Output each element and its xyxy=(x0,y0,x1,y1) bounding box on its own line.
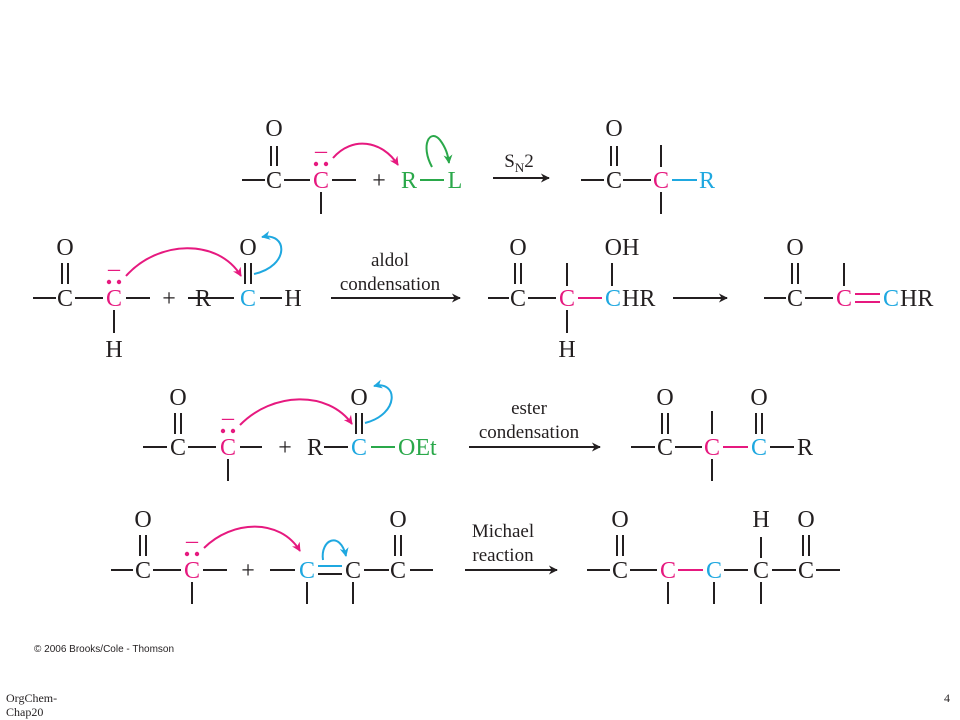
atom-oet: OEt xyxy=(398,435,437,461)
lone-pair-dot xyxy=(184,551,190,557)
atom-h: H xyxy=(752,507,769,533)
atom-o: O xyxy=(797,507,814,533)
curved-arrow-carbonyl xyxy=(253,231,283,275)
plus-sign: + xyxy=(278,435,292,461)
atom-c-beta: C xyxy=(299,558,315,584)
atom-c: C xyxy=(266,168,282,194)
atom-carbanion: C xyxy=(184,558,200,584)
atom-c: C xyxy=(390,558,406,584)
curved-arrow-nucleophile xyxy=(239,398,353,426)
curved-arrow-carbonyl xyxy=(364,379,393,424)
atom-o: O xyxy=(605,116,622,142)
curved-arrow-nucleophile xyxy=(203,525,301,552)
atom-c: C xyxy=(510,286,526,312)
reaction-label-line2: condensation xyxy=(340,274,441,295)
curved-arrow-nucleophile xyxy=(125,247,242,277)
atom-c: C xyxy=(612,558,628,584)
atom-o: O xyxy=(56,235,73,261)
atom-o: O xyxy=(611,507,628,533)
lone-pair-dot xyxy=(230,428,236,434)
atom-c-alpha: C xyxy=(836,286,852,312)
reaction-label-line1: Michael xyxy=(472,521,534,542)
plus-sign: + xyxy=(162,286,176,312)
carbanion-charge: – xyxy=(221,405,235,431)
plus-sign: + xyxy=(241,558,255,584)
atom-o: O xyxy=(265,116,282,142)
curved-arrow-nucleophile xyxy=(332,142,399,166)
atom-c: C xyxy=(135,558,151,584)
atom-o: O xyxy=(656,385,673,411)
carbanion-charge: – xyxy=(185,528,199,554)
atom-c-acyl: C xyxy=(751,435,767,461)
atom-c: C xyxy=(787,286,803,312)
curved-arrow-pi-bond xyxy=(321,539,349,561)
carbanion-charge: – xyxy=(107,256,121,282)
atom-c-carbinol: C xyxy=(605,286,621,312)
atom-c: C xyxy=(170,435,186,461)
plus-sign: + xyxy=(372,168,386,194)
row-aldol xyxy=(33,263,845,333)
atom-r: R xyxy=(699,168,715,194)
atom-carbonyl-c: C xyxy=(351,435,367,461)
atom-r: R xyxy=(401,168,417,194)
atom-oh: OH xyxy=(605,235,640,261)
atom-o: O xyxy=(169,385,186,411)
row-sn2 xyxy=(242,145,662,214)
reaction-label-line1: aldol xyxy=(371,250,409,271)
atom-h: H xyxy=(105,337,122,363)
atom-o: O xyxy=(134,507,151,533)
atom-c: C xyxy=(57,286,73,312)
lone-pair-dot xyxy=(194,551,200,557)
atom-o: O xyxy=(239,235,256,261)
atom-carbanion: C xyxy=(106,286,122,312)
atom-carbonyl-c: C xyxy=(240,286,256,312)
atom-c-alpha: C xyxy=(704,435,720,461)
reaction-label-line1: ester xyxy=(511,398,548,419)
atom-c: C xyxy=(345,558,361,584)
lone-pair-dot xyxy=(220,428,226,434)
footer-page-number: 4 xyxy=(944,691,950,705)
atom-r: R xyxy=(195,286,211,312)
carbanion-charge: – xyxy=(314,138,328,164)
footer-course-label: OrgChem-Chap20 xyxy=(6,691,58,719)
atom-c-beta: C xyxy=(883,286,899,312)
atom-o: O xyxy=(750,385,767,411)
atom-c: C xyxy=(753,558,769,584)
atom-l: L xyxy=(448,168,463,194)
atom-r: R xyxy=(797,435,813,461)
atom-c-alpha: C xyxy=(653,168,669,194)
atom-r: R xyxy=(307,435,323,461)
lone-pair-dot xyxy=(116,279,122,285)
atom-c: C xyxy=(798,558,814,584)
row-ester xyxy=(143,411,794,481)
atom-c-alpha: C xyxy=(559,286,575,312)
atom-hr: HR xyxy=(622,286,655,312)
atom-carbanion: C xyxy=(220,435,236,461)
atom-h: H xyxy=(558,337,575,363)
atom-hr: HR xyxy=(900,286,933,312)
reaction-scheme: O C C – + R L SN2 O C C R O C xyxy=(33,116,933,604)
reaction-label-line2: reaction xyxy=(472,545,534,566)
reaction-label-sn2: SN2 xyxy=(504,151,533,175)
atom-c: C xyxy=(657,435,673,461)
atom-c: C xyxy=(606,168,622,194)
reaction-label-line2: condensation xyxy=(479,422,580,443)
copyright-notice: © 2006 Brooks/Cole - Thomson xyxy=(34,644,175,655)
atom-h: H xyxy=(284,286,301,312)
atom-c-beta: C xyxy=(706,558,722,584)
atom-o: O xyxy=(786,235,803,261)
atom-o: O xyxy=(509,235,526,261)
lone-pair-dot xyxy=(106,279,112,285)
row-michael xyxy=(111,535,840,604)
atom-o: O xyxy=(350,385,367,411)
atom-o: O xyxy=(389,507,406,533)
lone-pair-dot xyxy=(313,161,319,167)
atom-carbanion: C xyxy=(313,168,329,194)
curved-arrow-leaving xyxy=(425,135,453,168)
atom-c-alpha: C xyxy=(660,558,676,584)
lone-pair-dot xyxy=(323,161,329,167)
